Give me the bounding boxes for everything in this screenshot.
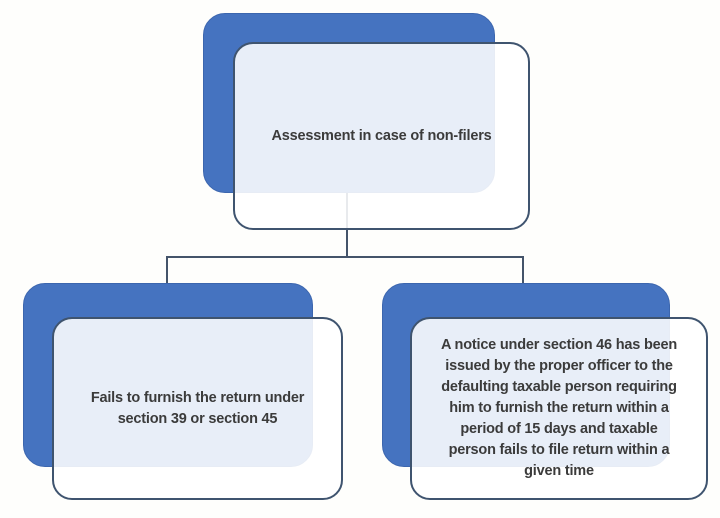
child-node-right-label: A notice under section 46 has been issue… — [440, 337, 677, 479]
child-node-right: A notice under section 46 has been issue… — [410, 317, 708, 500]
connector-drop-left — [166, 256, 168, 286]
child-node-left-label: Fails to furnish the return under sectio… — [90, 389, 305, 427]
root-node-label: Assessment in case of non-filers — [271, 127, 492, 144]
connector-drop-right — [522, 256, 524, 286]
connector-crossbar — [166, 256, 524, 258]
child-node-left: Fails to furnish the return under sectio… — [52, 317, 343, 500]
root-node: Assessment in case of non-filers — [233, 42, 530, 230]
